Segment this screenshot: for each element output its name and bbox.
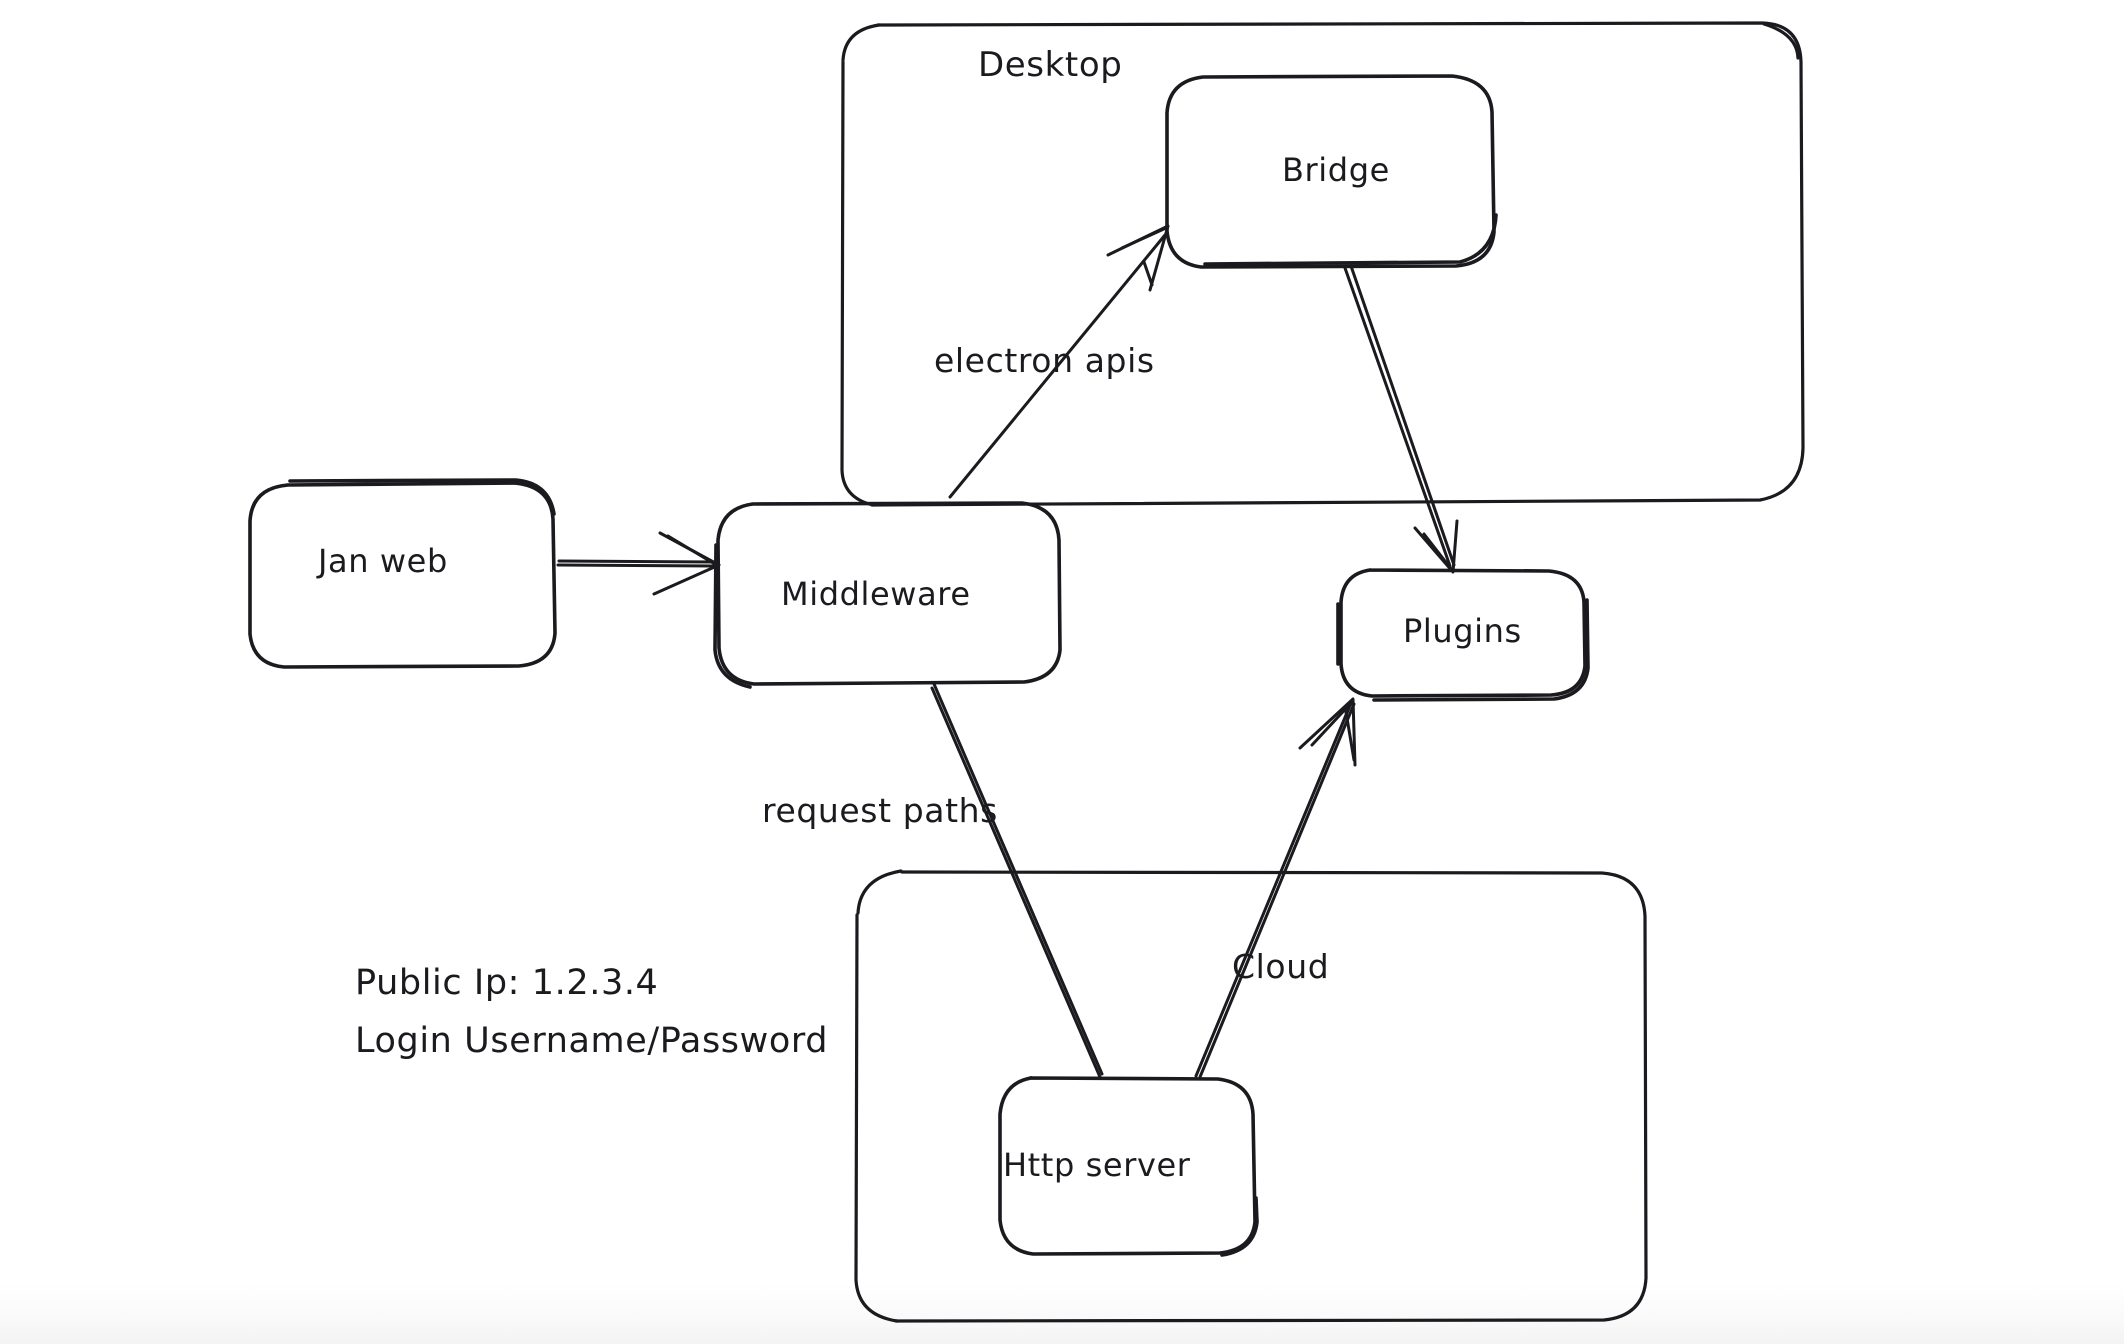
node-label-bridge[interactable]: Bridge <box>1282 151 1390 189</box>
node-label-jan-web[interactable]: Jan web <box>318 542 448 580</box>
node-bridge-outline <box>1165 74 1498 269</box>
edge-bridge-plugins <box>1343 264 1459 574</box>
node-label-middleware[interactable]: Middleware <box>781 575 971 613</box>
node-jan-web-outline <box>248 478 557 669</box>
node-label-plugins[interactable]: Plugins <box>1403 612 1522 650</box>
edge-label-request-paths: request paths <box>762 791 998 830</box>
note-login-credentials: Login Username/Password <box>355 1021 829 1061</box>
edge-middleware-httpserver <box>930 682 1104 1079</box>
edge-label-electron-apis: electron apis <box>934 341 1155 380</box>
group-label-desktop: Desktop <box>978 45 1123 85</box>
note-public-ip: Public Ip: 1.2.3.4 <box>355 963 659 1003</box>
edge-janweb-middleware <box>556 531 721 596</box>
edge-label-cloud: Cloud <box>1232 947 1330 986</box>
node-label-http-server[interactable]: Http server <box>1003 1146 1191 1184</box>
node-http-server-outline <box>998 1076 1259 1257</box>
group-cloud-outline <box>854 869 1648 1323</box>
node-middleware-outline <box>713 501 1062 689</box>
group-desktop-outline <box>840 21 1805 507</box>
edge-httpserver-plugins <box>1194 697 1357 1079</box>
node-plugins-outline <box>1336 568 1590 702</box>
edge-middleware-bridge <box>948 224 1170 499</box>
